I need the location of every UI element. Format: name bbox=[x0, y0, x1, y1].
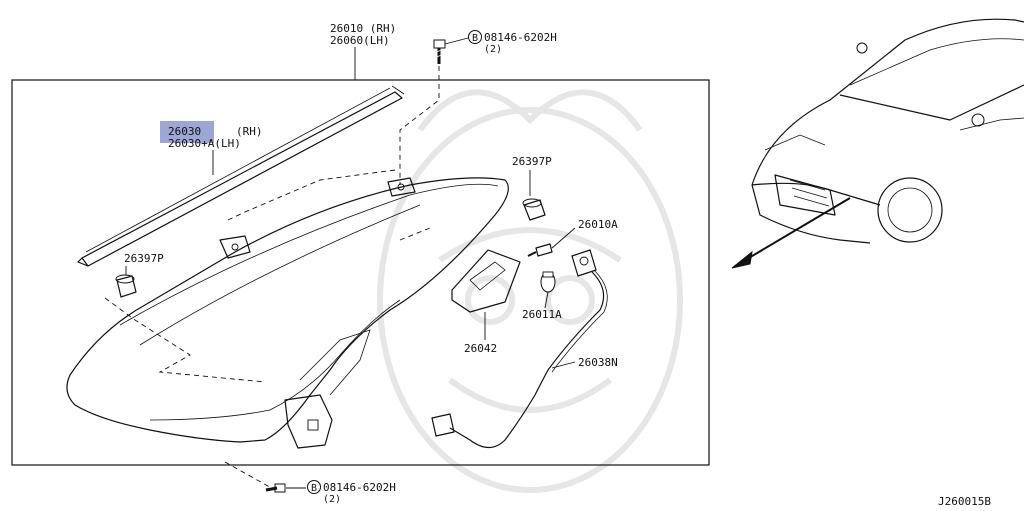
housing-guide-mid bbox=[399, 227, 431, 241]
assembly-label-rh: 26010 (RH) bbox=[330, 22, 396, 35]
grommet-lower-label: 26397P bbox=[124, 252, 164, 265]
assembly-label-lh: 26060(LH) bbox=[330, 34, 390, 47]
bulb-icon bbox=[540, 271, 556, 293]
headlamp-housing bbox=[66, 177, 509, 449]
bolt-bottom-marker: B bbox=[307, 480, 321, 494]
vehicle-front-icon bbox=[751, 18, 1024, 244]
seal-label-rh-suffix: (RH) bbox=[236, 125, 263, 138]
watermark-emblem bbox=[377, 89, 683, 493]
bolt-top-guide bbox=[399, 66, 440, 185]
bulb-label: 26011A bbox=[522, 308, 562, 321]
detail-frame bbox=[11, 79, 710, 466]
bolt-bottom-code: 08146-6202H bbox=[323, 481, 396, 494]
harness-leader bbox=[551, 361, 576, 369]
socket-icon bbox=[571, 249, 597, 277]
harness-label: 26038N bbox=[578, 356, 618, 369]
diagram-code: J260015B bbox=[938, 495, 991, 508]
grommet-lower bbox=[115, 274, 137, 298]
bolt-top-leader bbox=[444, 37, 469, 45]
housing-guide-left bbox=[104, 297, 266, 383]
wiring-harness bbox=[431, 269, 608, 449]
bolt-bottom-qty: (2) bbox=[323, 494, 341, 505]
seal-label-rh-part: 26030 bbox=[168, 125, 201, 138]
bracket bbox=[451, 249, 521, 313]
bulb-leader bbox=[544, 291, 549, 309]
bolt-top-marker: B bbox=[468, 30, 482, 44]
seal-strip bbox=[77, 85, 405, 267]
svg-text:B: B bbox=[311, 483, 317, 494]
grommet-upper-label: 26397P bbox=[512, 155, 552, 168]
bolt-top-qty: (2) bbox=[484, 44, 502, 55]
seal-label-lh: 26030+A(LH) bbox=[168, 137, 241, 150]
socket-leader bbox=[551, 227, 576, 249]
bolt-top-code: 08146-6202H bbox=[484, 31, 557, 44]
socket-label: 26010A bbox=[578, 218, 618, 231]
bolt-icon bbox=[265, 483, 286, 493]
grommet-upper bbox=[522, 198, 546, 221]
seal-part-highlight bbox=[160, 121, 214, 143]
screw bbox=[527, 243, 553, 257]
svg-text:B: B bbox=[472, 33, 478, 44]
bracket-label: 26042 bbox=[464, 342, 497, 355]
direction-arrow-icon bbox=[731, 197, 851, 269]
housing-guide-top bbox=[227, 169, 396, 221]
bolt-icon bbox=[433, 39, 446, 64]
bolt-bottom-guide bbox=[224, 461, 276, 491]
